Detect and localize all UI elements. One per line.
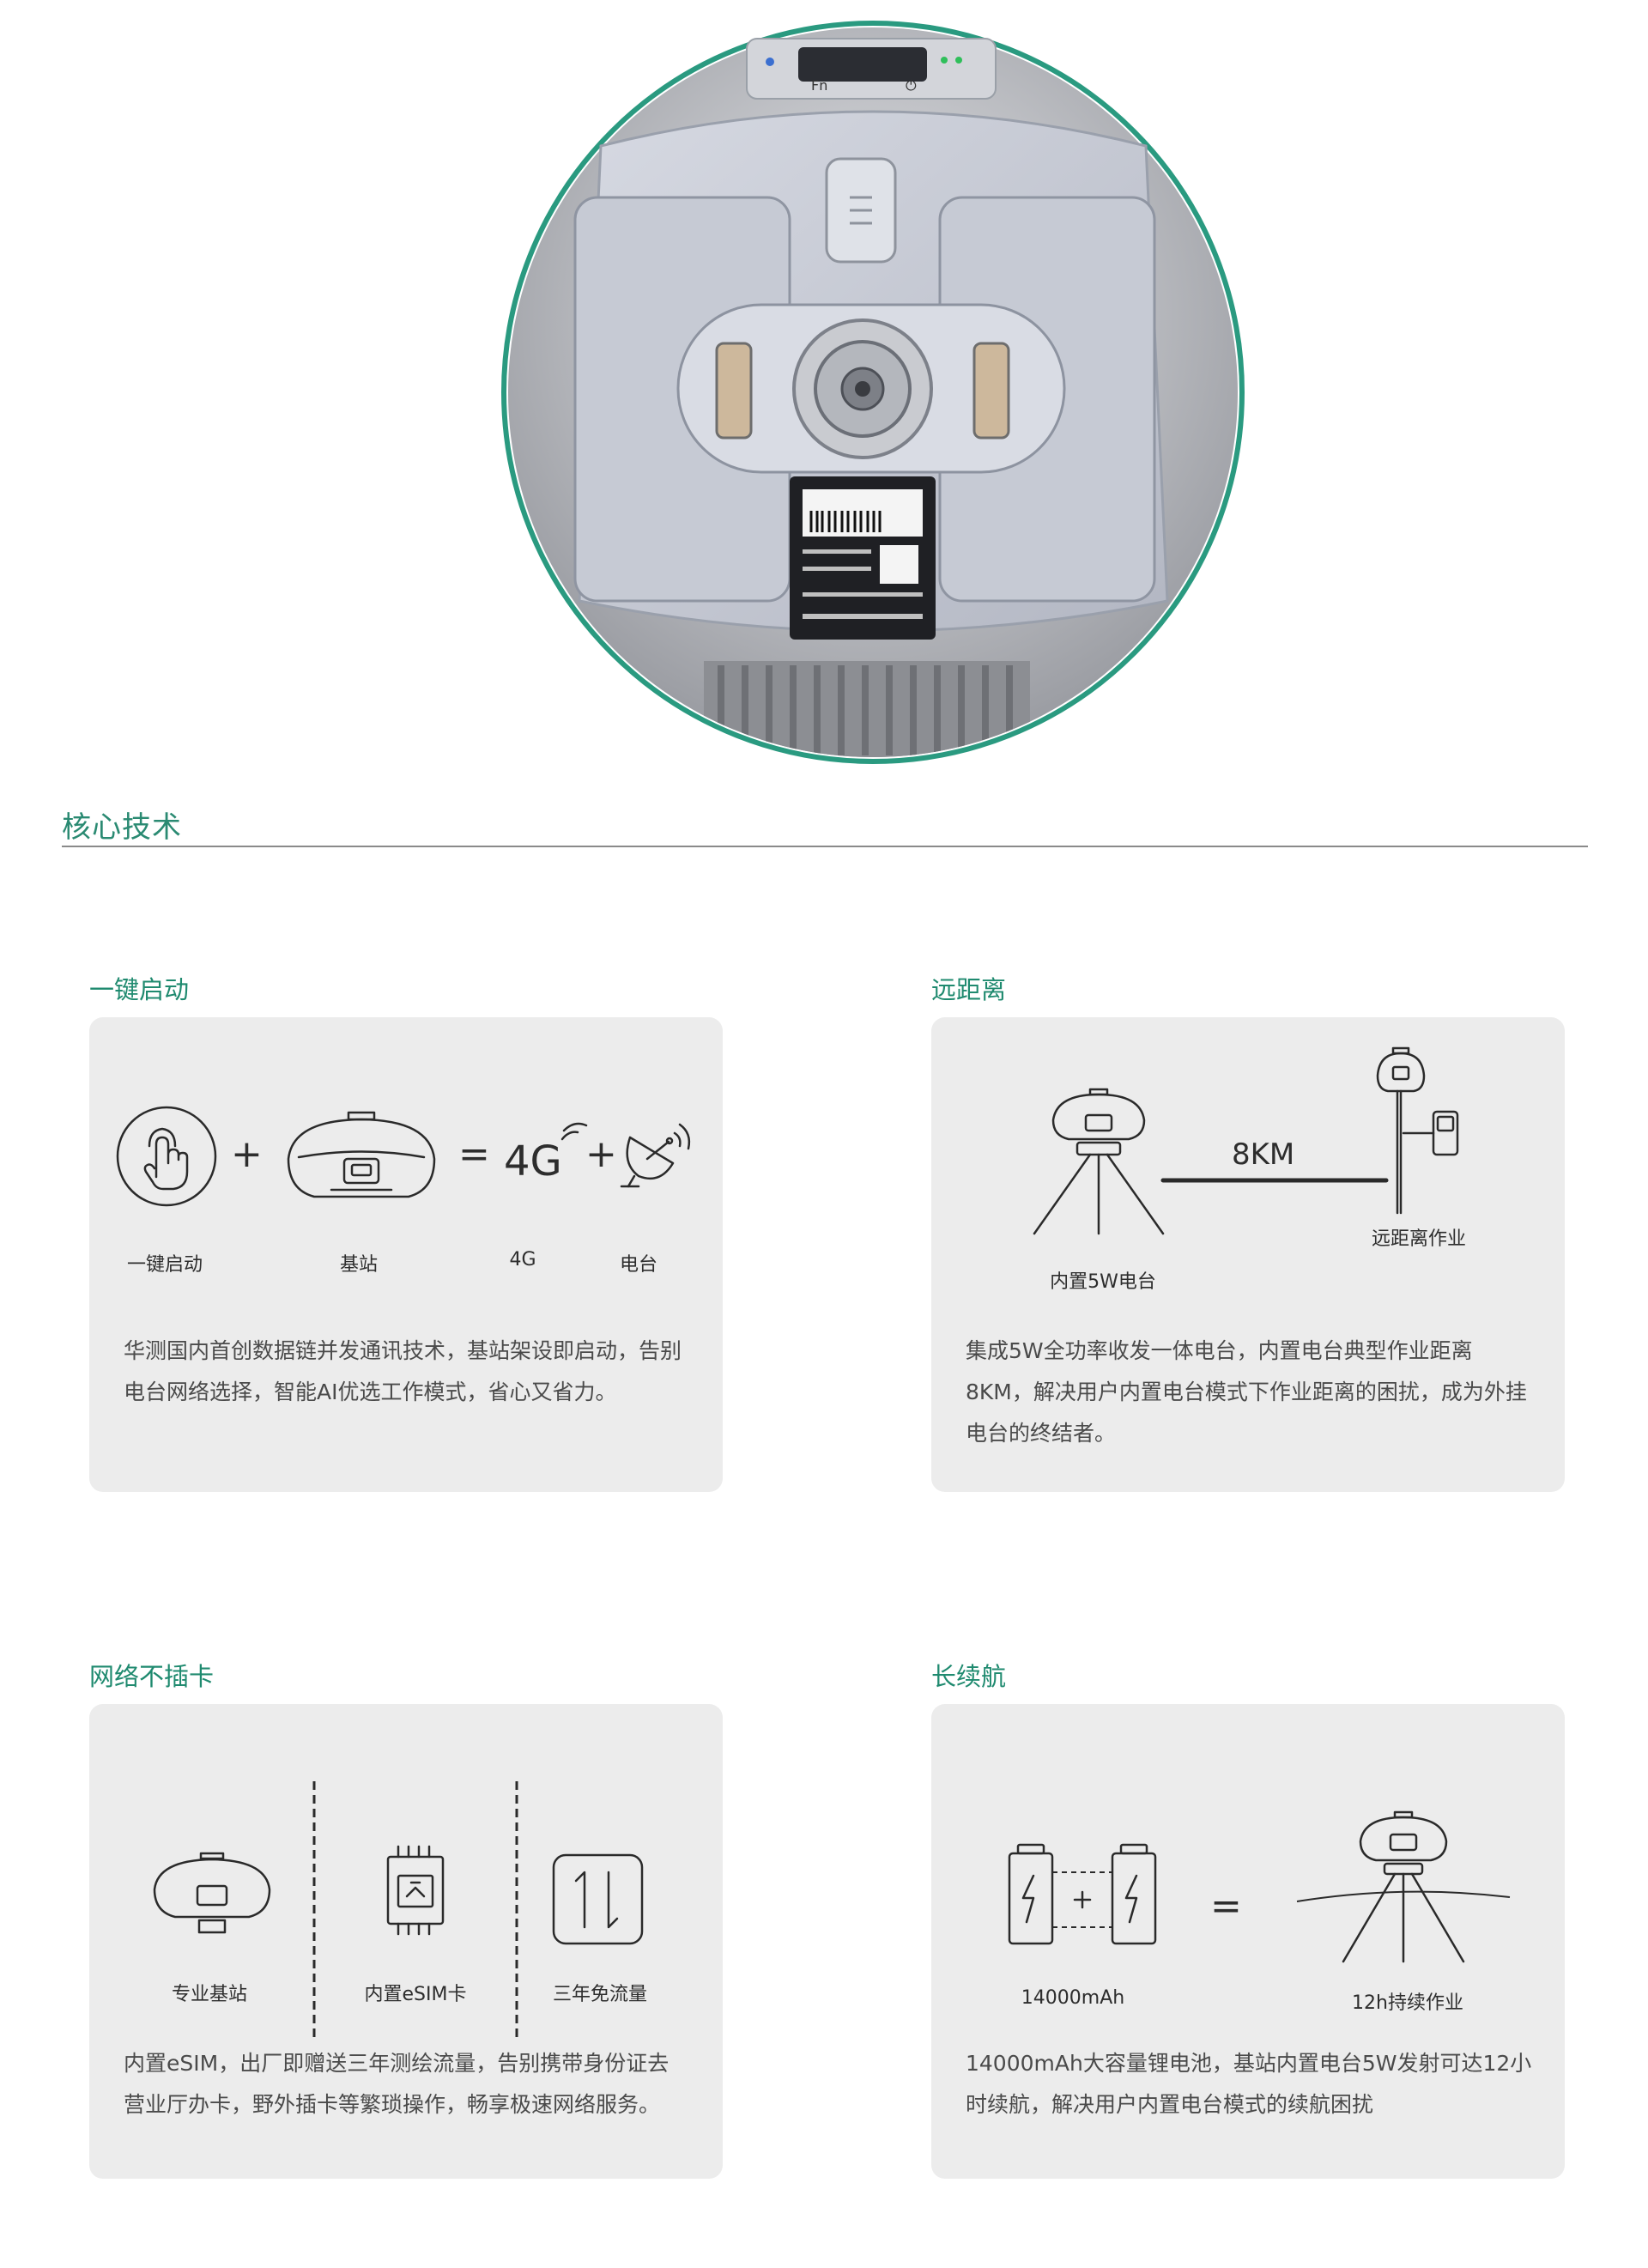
signal-waves-icon: [560, 1122, 588, 1141]
label-pro-base-station: 专业基站: [171, 1984, 247, 2005]
equals-sign: =: [458, 1132, 490, 1176]
label-base-station: 基站: [339, 1254, 378, 1276]
base-station-icon: [153, 1852, 271, 1934]
battery-pair-icon: [1008, 1843, 1157, 1945]
feature-card-one-key-start: + = 4G + 一键启动 基站 4G 电台 华测国内首创数据链并发通讯技术，基…: [89, 1017, 723, 1492]
distance-line: [1160, 1178, 1389, 1183]
feature-desc-one-key-start: 华测国内首创数据链并发通讯技术，基站架设即启动，告别电台网络选择，智能AI优选工…: [124, 1338, 682, 1404]
feature-title-long-distance: 远距离: [931, 975, 1007, 1004]
label-12h-work: 12h持续作业: [1352, 1992, 1463, 2014]
rover-pole-icon: [1376, 1046, 1459, 1215]
power-button-label: ⏻: [906, 77, 917, 94]
feature-title-one-key-start: 一键启动: [89, 975, 190, 1004]
feature-desc-long-battery: 14000mAh大容量锂电池，基站内置电台5W发射可达12小时续航，解决用户内置…: [966, 2051, 1532, 2117]
divider-dashed-2: [515, 1781, 518, 2039]
tripod-receiver-icon: [1033, 1088, 1165, 1235]
feature-card-long-distance: 8KM 远距离作业 内置5W电台 集成5W全功率收发一体电台，内置电台典型作业距…: [931, 1017, 1565, 1492]
satellite-dish-icon: [620, 1123, 691, 1188]
label-free-traffic: 三年免流量: [552, 1984, 647, 2005]
label-long-range-work: 远距离作业: [1371, 1228, 1466, 1250]
feature-desc-long-distance: 集成5W全功率收发一体电台，内置电台典型作业距离8KM，解决用户内置电台模式下作…: [966, 1338, 1527, 1446]
feature-desc-no-sim: 内置eSIM，出厂即赠送三年测绘流量，告别携带身份证去营业厅办卡，野外插卡等繁琐…: [124, 2051, 670, 2117]
divider-dashed: [312, 1781, 316, 2039]
device-hero-image: Fn ⏻: [501, 21, 1245, 764]
4g-text: 4G: [504, 1137, 562, 1186]
label-battery-capacity: 14000mAh: [1021, 1987, 1125, 2009]
label-one-key-start: 一键启动: [126, 1254, 203, 1276]
esim-chip-icon: [386, 1845, 445, 1936]
fn-button-label: Fn: [811, 77, 827, 94]
label-radio: 电台: [619, 1254, 657, 1276]
feature-card-long-battery: = 14000mAh 12h持续作业 14000mAh大容量锂电池，基站内置电台…: [931, 1704, 1565, 2179]
base-station-icon: [287, 1111, 436, 1198]
label-built-in-radio: 内置5W电台: [1050, 1271, 1156, 1293]
section-divider: [62, 846, 1588, 847]
label-esim-card: 内置eSIM卡: [364, 1984, 467, 2005]
finger-touch-icon: [116, 1106, 217, 1207]
feature-title-long-battery: 长续航: [931, 1662, 1007, 1691]
distance-text: 8KM: [1232, 1137, 1295, 1172]
plus-sign-2: +: [585, 1132, 617, 1176]
tripod-receiver-icon: [1296, 1810, 1511, 1963]
section-title: 核心技术: [62, 810, 182, 845]
equals-sign: =: [1210, 1884, 1242, 1928]
label-4g: 4G: [509, 1249, 536, 1270]
feature-title-no-sim: 网络不插卡: [89, 1662, 215, 1691]
data-traffic-icon: [552, 1853, 644, 1945]
plus-sign: +: [231, 1132, 263, 1176]
feature-card-no-sim: 专业基站 内置eSIM卡 三年免流量 内置eSIM，出厂即赠送三年测绘流量，告别…: [89, 1704, 723, 2179]
